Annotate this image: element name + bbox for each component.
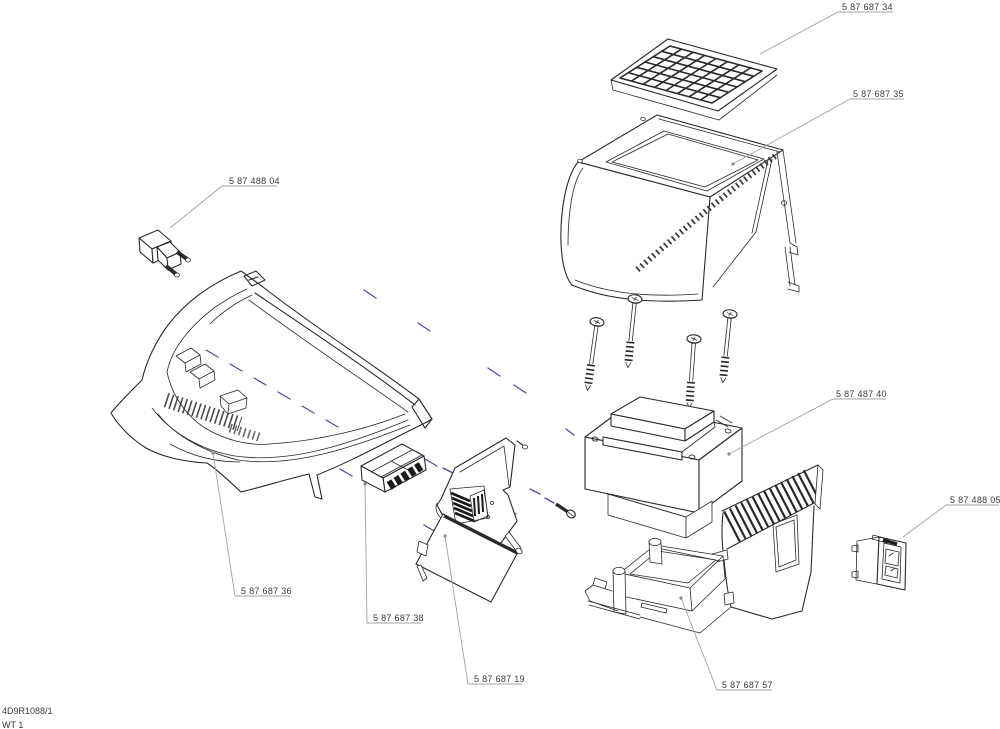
part-label-base-frame: 5 87 687 57	[722, 680, 773, 690]
front-housing-drawing	[110, 270, 433, 500]
part-label-cover: 5 87 687 35	[853, 89, 904, 99]
grille-drawing	[610, 38, 778, 121]
part-label-grille: 5 87 687 34	[842, 2, 893, 12]
cover-drawing	[560, 114, 800, 302]
power-inlet-drawing	[851, 534, 907, 591]
base-frame-drawing	[584, 464, 824, 634]
pcb-assembly-drawing	[415, 437, 529, 603]
drawing-number: 4D9R1088/1	[2, 706, 53, 716]
part-label-pcb-assembly: 5 87 687 19	[474, 674, 525, 684]
connector-block-drawing	[360, 443, 427, 493]
part-label-power-inlet: 5 87 488 05	[950, 495, 1000, 505]
part-label-transformer: 5 87 487 40	[836, 389, 887, 399]
part-label-connector-block: 5 87 687 38	[373, 613, 424, 623]
screws-drawing	[580, 294, 737, 408]
small-screw-drawing	[555, 502, 576, 519]
part-label-mains-plug: 5 87 488 04	[229, 176, 280, 186]
part-label-front-housing: 5 87 687 36	[241, 586, 292, 596]
transformer-drawing	[584, 396, 743, 539]
mains-plug-drawing	[138, 229, 191, 278]
leader-lines	[169, 11, 999, 691]
sheet-reference: WT 1	[2, 720, 24, 729]
